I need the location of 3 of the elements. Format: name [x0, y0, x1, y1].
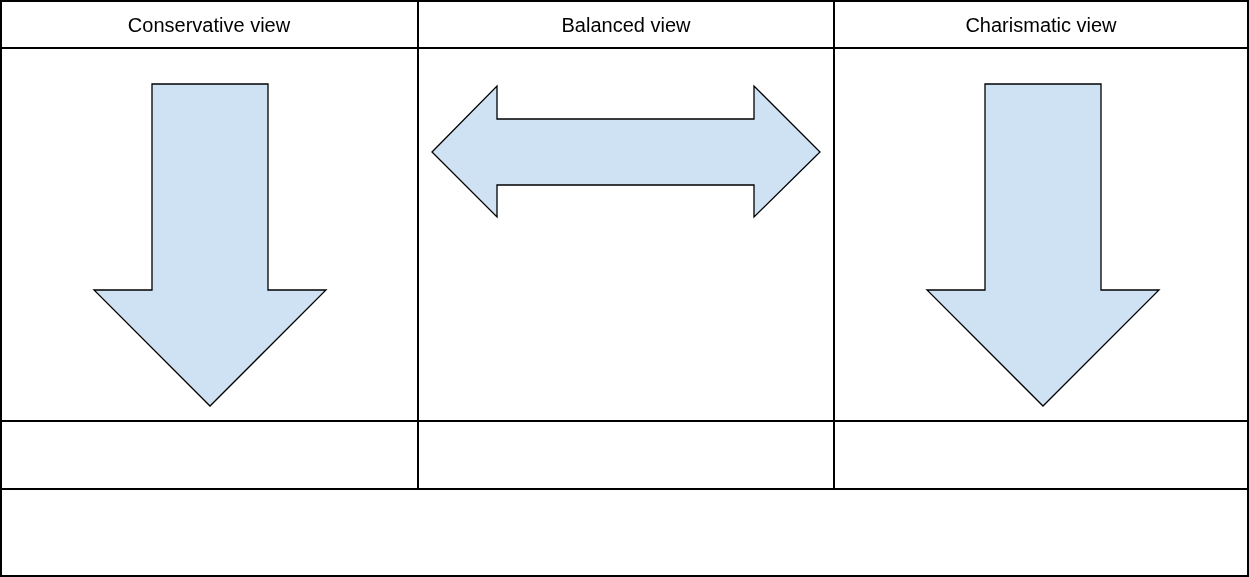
column-header: Conservative view: [127, 14, 291, 37]
column-header: Balanced view: [561, 14, 691, 37]
column-header: Charismatic view: [965, 14, 1117, 37]
